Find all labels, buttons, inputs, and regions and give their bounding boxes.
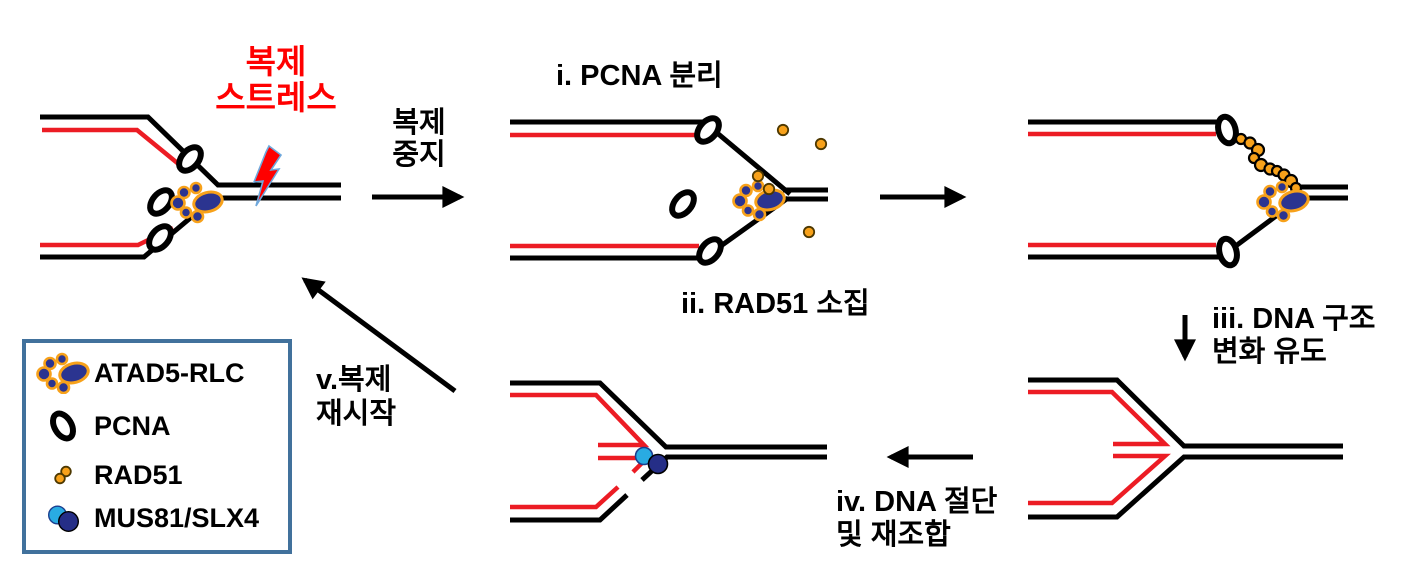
cleaved-fork-diagram [510,380,827,523]
legend-box: ATAD5-RLC PCNA RAD51 [22,339,292,554]
rad51-filament-icon [1234,132,1303,195]
legend-label: MUS81/SLX4 [94,502,260,533]
pcna-unload-fork-diagram [510,114,828,267]
pcna-ring-icon [695,235,725,267]
lightning-bolt-icon [252,144,283,207]
legend-label: RAD51 [94,459,183,490]
step-iii-label: iii. DNA 구조 변화 유도 [1212,303,1376,369]
atad5-rlc-icon [170,181,226,224]
pcna-ring-icon [32,401,94,451]
legend-item-mus81: MUS81/SLX4 [32,496,284,540]
arrow-step-5-restart [301,277,457,394]
legend-label: ATAD5-RLC [94,357,245,388]
rad51-dot-icon [762,182,776,196]
mus81-slx4-icon [634,446,669,475]
rad51-fork-diagram [1028,115,1348,267]
replication-halt-label: 복제 중지 [392,107,446,172]
rad51-dot-icon [814,137,828,151]
pcna-ring-icon [1216,237,1239,267]
reversed-fork-diagram [1028,377,1343,520]
replication-stress-label: 복제 스트레스 [215,43,337,116]
pcna-ring-icon [145,222,175,254]
atad5-rlc-icon [32,352,94,394]
legend-label: PCNA [94,410,171,441]
rad51-dot-icon [751,169,765,183]
step-v-label: v.복제 재시작 [316,364,397,431]
pcna-ring-icon [668,188,698,220]
step-i-label: i. PCNA 분리 [556,60,723,92]
stalled-fork-diagram [40,114,341,260]
legend-item-rad51: RAD51 [32,453,284,497]
legend-item-pcna: PCNA [32,404,284,448]
step-ii-label: ii. RAD51 소집 [681,288,870,320]
mus81-slx4-icon [32,500,94,536]
rad51-dot-icon [776,123,790,137]
rad51-dot-icon [32,462,94,488]
pcna-ring-icon [693,114,723,146]
step-iv-label: iv. DNA 절단 및 재조합 [836,486,998,552]
rad51-dot-icon [802,225,816,239]
legend-item-atad5: ATAD5-RLC [32,351,284,395]
